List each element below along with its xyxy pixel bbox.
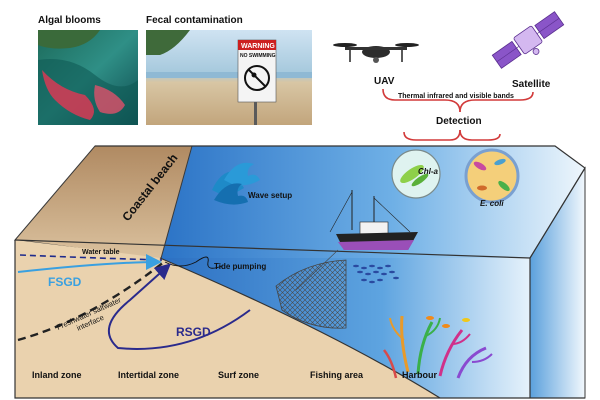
fish-school xyxy=(353,264,399,284)
fsgd-label: FSGD xyxy=(48,275,82,289)
sign-subtitle-text: NO SWIMMING xyxy=(240,53,276,59)
water-table-line xyxy=(19,254,163,261)
algal-bloom-photo xyxy=(38,30,138,125)
ecoli-microscope-view xyxy=(464,148,520,204)
fishing-boat-icon xyxy=(329,190,418,250)
uav-icon xyxy=(333,43,419,63)
satellite-icon xyxy=(491,11,565,69)
sign-warning-text: WARNING xyxy=(241,43,275,50)
chla-label: Chl-a xyxy=(418,167,439,176)
water-table-label: Water table xyxy=(82,249,120,256)
bands-label: Thermal infrared and visible bands xyxy=(398,93,514,100)
detection-label: Detection xyxy=(436,116,482,127)
tide-pumping-label: Tide pumping xyxy=(214,262,266,271)
algal-caption: Algal blooms xyxy=(38,15,101,26)
freshwater-saltwater-interface xyxy=(17,261,165,342)
detection-bracket xyxy=(382,88,534,141)
rsgd-arrow xyxy=(108,263,251,350)
tide-pumping-loop xyxy=(164,256,223,269)
zone-label-fishing: Fishing area xyxy=(310,370,364,380)
fecal-contamination-photo: WARNING NO SWIMMING xyxy=(146,30,312,125)
zone-label-harbour: Harbour xyxy=(402,370,438,380)
zone-label-surf: Surf zone xyxy=(218,370,259,380)
sediment-front-face xyxy=(15,240,440,398)
chla-microscope-view xyxy=(391,149,441,199)
zone-label-inland: Inland zone xyxy=(32,370,82,380)
satellite-label: Satellite xyxy=(512,79,551,90)
uav-label: UAV xyxy=(374,76,395,87)
coral-reef-icon xyxy=(383,315,493,379)
fishing-net xyxy=(275,249,347,329)
wave-setup-label: Wave setup xyxy=(248,191,292,200)
wave-icon xyxy=(212,162,260,205)
zone-label-intertidal: Intertidal zone xyxy=(118,370,179,380)
rsgd-label: RSGD xyxy=(176,325,211,339)
block-outline xyxy=(14,145,586,399)
ecoli-label: E. coli xyxy=(480,199,504,208)
fecal-caption: Fecal contamination xyxy=(146,15,243,26)
fsgd-arrow xyxy=(17,254,162,273)
